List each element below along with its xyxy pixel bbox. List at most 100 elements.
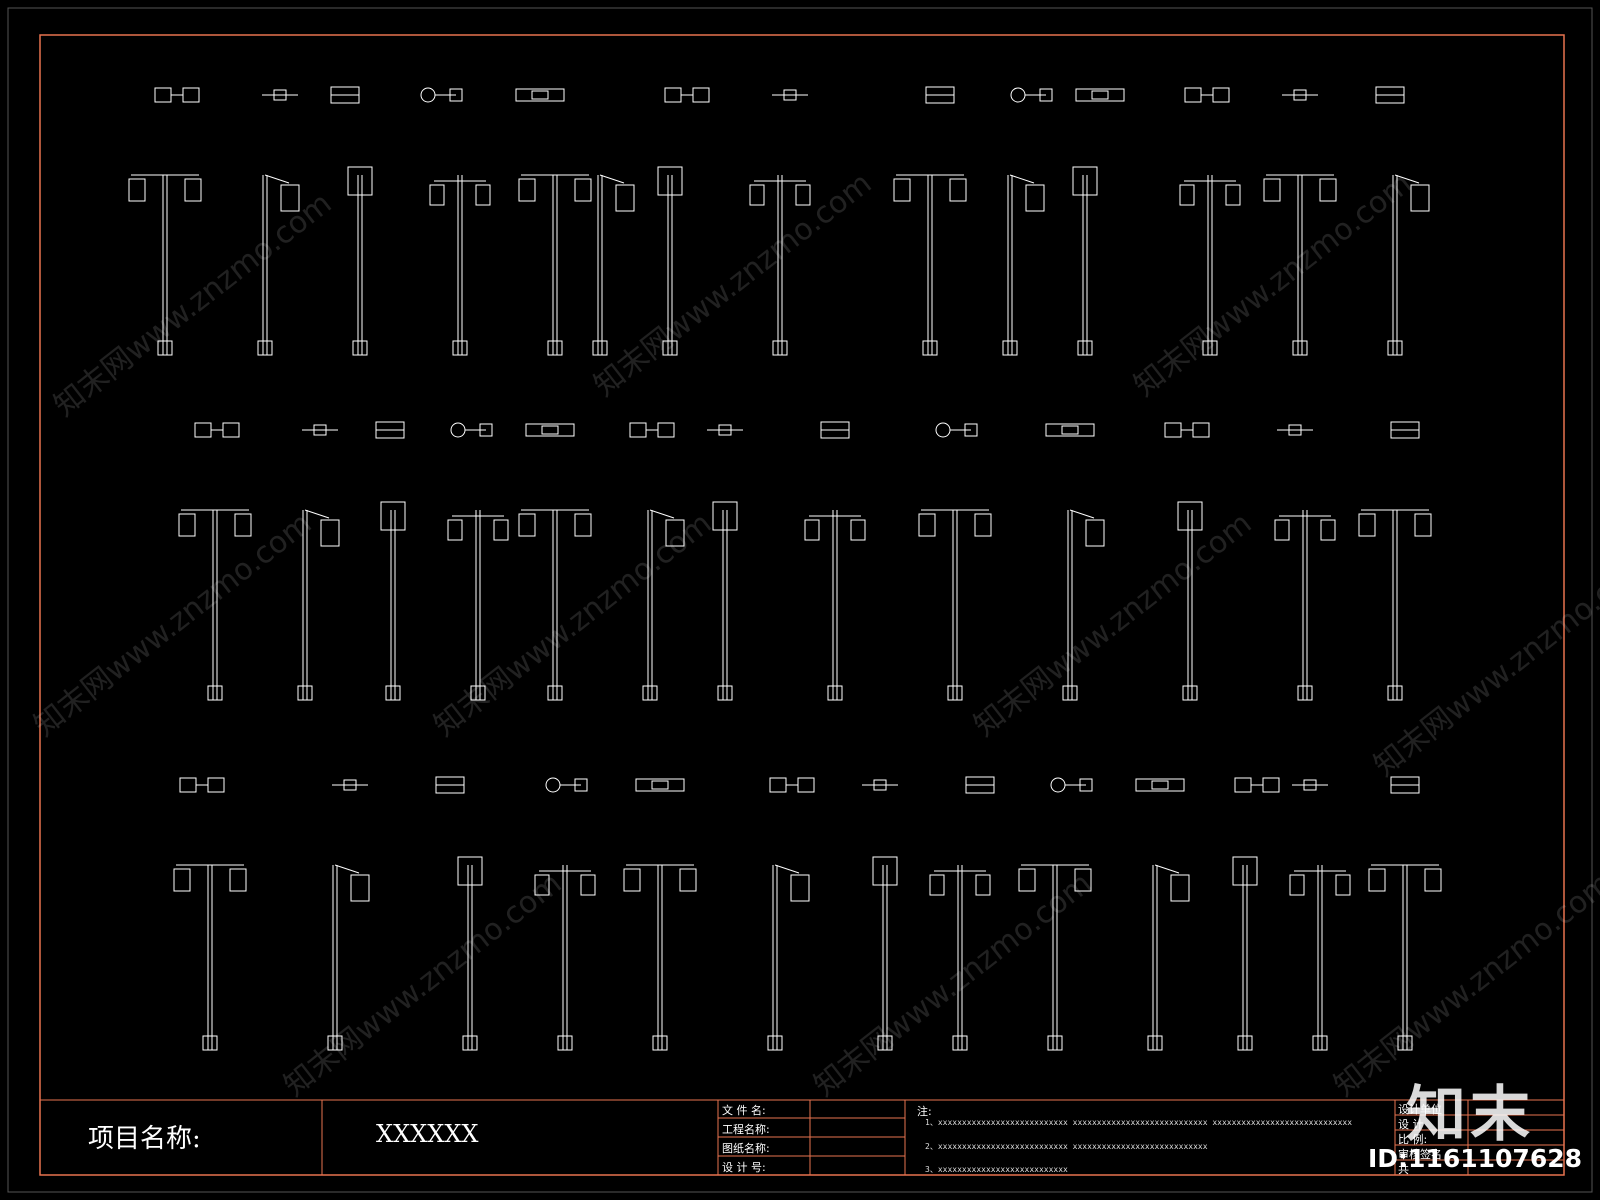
lamp-plan-symbol (1091, 90, 1109, 100)
lamp-lantern (475, 184, 491, 206)
field-drawing-name: 图纸名称: (722, 1142, 770, 1155)
lamp-plan-symbol (479, 423, 493, 437)
lamp-lantern (493, 519, 509, 541)
lamp-base (452, 340, 468, 356)
lamp-lantern (534, 874, 550, 896)
lamp-base (1202, 340, 1218, 356)
lamp-lantern (128, 178, 146, 202)
lamp-base (1147, 1035, 1163, 1051)
lamp-lantern (1320, 519, 1336, 541)
lamp-plan-symbol (664, 87, 682, 103)
lamp-base (547, 340, 563, 356)
lamp-plan-symbol (1079, 778, 1093, 792)
lamp-base (202, 1035, 218, 1051)
lamp-lantern (1225, 184, 1241, 206)
lamp-plan-symbol (873, 779, 887, 791)
lamp-lantern (574, 513, 592, 537)
lamp-base (772, 340, 788, 356)
lamp-lantern (380, 501, 406, 531)
lamp-lantern (1170, 874, 1190, 902)
lamp-lantern (1018, 868, 1036, 892)
lamp-lantern (457, 856, 483, 886)
lamp-plan-symbol (313, 424, 327, 436)
lamp-lantern (574, 178, 592, 202)
lamp-plan-symbol (635, 778, 685, 792)
lamp-lantern (1179, 184, 1195, 206)
lamp-plan-symbol (515, 88, 565, 102)
lamp-plan-symbol (1303, 779, 1317, 791)
lamp-plan-symbol (718, 424, 732, 436)
lamp-base (547, 685, 563, 701)
lamp-arm (1069, 509, 1095, 519)
lamp-lantern (804, 519, 820, 541)
lamp-arm (774, 864, 800, 874)
lamp-base (947, 685, 963, 701)
lamp-base (462, 1035, 478, 1051)
lamp-base (877, 1035, 893, 1051)
lamp-plan-symbol (1234, 777, 1252, 793)
lamp-plan-symbol (692, 87, 710, 103)
lamp-plan-symbol (545, 777, 561, 793)
field-design-number: 设 计 号: (722, 1161, 766, 1174)
lamp-arm (304, 509, 330, 519)
field-design-unit: 设计单位 (1398, 1103, 1442, 1116)
lamp-plan-symbol (769, 777, 787, 793)
lamp-base (1077, 340, 1093, 356)
lamp-lantern (749, 184, 765, 206)
lamp-lantern (178, 513, 196, 537)
lamp-plan-symbol (1184, 87, 1202, 103)
notes-label: 注: (917, 1105, 932, 1118)
lamp-lantern (1358, 513, 1376, 537)
lamp-lantern (1232, 856, 1258, 886)
lamp-base (207, 685, 223, 701)
lamp-lantern (347, 166, 373, 196)
lamp-plan-symbol (450, 422, 466, 438)
lamp-arm (649, 509, 675, 519)
lamp-lantern (850, 519, 866, 541)
lamp-lantern (1319, 178, 1337, 202)
lamp-lantern (1368, 868, 1386, 892)
field-file-name: 文 件 名: (722, 1104, 766, 1117)
lamp-arm (1154, 864, 1180, 874)
drawing-border (39, 34, 1565, 1176)
lamp-lantern (712, 501, 738, 531)
lamp-base (327, 1035, 343, 1051)
lamp-lantern (975, 874, 991, 896)
lamp-base (592, 340, 608, 356)
lamp-lantern (615, 184, 635, 212)
field-project-name: 工程名称: (722, 1123, 770, 1136)
lamp-lantern (280, 184, 300, 212)
lamp-lantern (229, 868, 247, 892)
lamp-base (767, 1035, 783, 1051)
lamp-plan-symbol (1010, 87, 1026, 103)
lamp-lantern (657, 166, 683, 196)
lamp-lantern (929, 874, 945, 896)
lamp-lantern (795, 184, 811, 206)
lamp-base (470, 685, 486, 701)
lamp-base (157, 340, 173, 356)
lamp-plan-symbol (1135, 778, 1185, 792)
lamp-lantern (1177, 501, 1203, 531)
project-name-value: XXXXXX (376, 1120, 479, 1148)
lamp-lantern (1410, 184, 1430, 212)
lamp-base (1002, 340, 1018, 356)
lamp-base (257, 340, 273, 356)
lamp-plan-symbol (1075, 88, 1125, 102)
lamp-lantern (1025, 184, 1045, 212)
lamp-plan-symbol (1045, 423, 1095, 437)
lamp-base (1387, 685, 1403, 701)
lamp-plan-symbol (1050, 777, 1066, 793)
lamp-base (1297, 685, 1313, 701)
lamp-plan-symbol (194, 422, 212, 438)
lamp-plan-symbol (797, 777, 815, 793)
lamp-plan-symbol (207, 777, 225, 793)
lamp-plan-symbol (541, 425, 559, 435)
lamp-lantern (790, 874, 810, 902)
note-line-3: 3、xxxxxxxxxxxxxxxxxxxxxxxxxxx (925, 1165, 1068, 1174)
lamp-base (827, 685, 843, 701)
lamp-arm (1009, 174, 1035, 184)
lamp-base (1312, 1035, 1328, 1051)
lamp-plan-symbol (783, 89, 797, 101)
lamp-plan-symbol (629, 422, 647, 438)
lamp-lantern (1074, 868, 1092, 892)
